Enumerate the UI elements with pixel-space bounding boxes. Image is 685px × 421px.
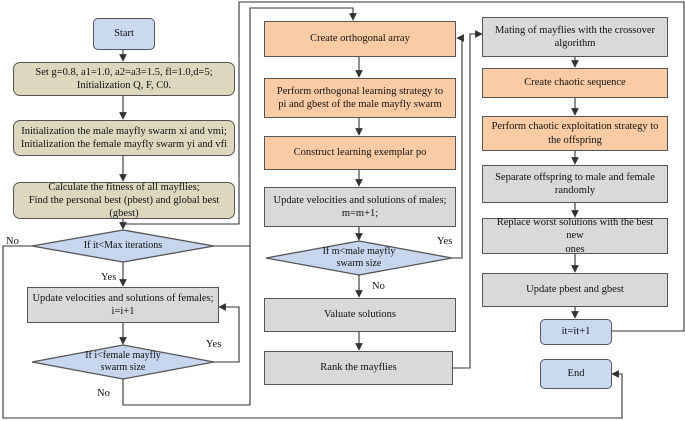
valuate-solutions-node: Valuate solutions <box>264 298 456 332</box>
chaotic-exploitation-label: Perform chaotic exploitation strategy to… <box>491 121 659 146</box>
male-size-yes-label: Yes <box>437 236 453 247</box>
create-orthogonal-array-node: Create orthogonal array <box>264 21 456 57</box>
female-size-no-label: No <box>97 388 110 399</box>
update-best-label: Update pbest and gbest <box>526 284 624 296</box>
update-males-label: Update velocities and solutions of males… <box>273 194 447 219</box>
replace-worst-label: Replace worst solutions with the best ne… <box>496 217 654 255</box>
chaotic-sequence-label: Create chaotic sequence <box>524 77 626 89</box>
max-iterations-no-label: No <box>6 236 19 247</box>
end-label: End <box>567 368 585 380</box>
orthogonal-learning-label: Perform orthogonal learning strategy to … <box>276 85 444 110</box>
update-males-node: Update velocities and solutions of males… <box>264 187 456 227</box>
replace-worst-node: Replace worst solutions with the best ne… <box>482 217 668 255</box>
female-size-label: If i<female mayfly swarm size <box>85 350 161 373</box>
separate-offspring-label: Separate offspring to male and female ra… <box>495 171 655 196</box>
increment-iteration-node: it=it+1 <box>540 319 612 345</box>
valuate-solutions-label: Valuate solutions <box>323 309 397 321</box>
male-size-no-label: No <box>372 281 385 292</box>
chaotic-sequence-node: Create chaotic sequence <box>482 68 668 98</box>
update-females-node: Update velocities and solutions of femal… <box>27 287 219 323</box>
male-size-label: If m<male mayfly swarm size <box>322 246 396 269</box>
female-size-yes-label: Yes <box>206 339 222 350</box>
chaotic-exploitation-node: Perform chaotic exploitation strategy to… <box>482 116 668 151</box>
update-females-label: Update velocities and solutions of femal… <box>32 292 214 317</box>
max-iterations-label: If it<Max iterations <box>83 240 163 251</box>
orthogonal-learning-node: Perform orthogonal learning strategy to … <box>264 78 456 118</box>
max-iterations-decision: If it<Max iterations <box>52 236 194 256</box>
initialize-swarms-node: Initialization the male mayfly swarm xi … <box>13 120 235 156</box>
set-parameters-label: Set g=0.8, a1=1.0, a2=a3=1.5, fl=1.0,d=5… <box>35 66 213 91</box>
rank-mayflies-node: Rank the mayflies <box>264 351 453 385</box>
male-size-decision: If m<male mayfly swarm size <box>298 244 420 272</box>
mating-node: Mating of mayflies with the crossover al… <box>482 17 668 57</box>
initialize-swarms-label: Initialization the male mayfly swarm xi … <box>20 125 228 150</box>
increment-iteration-label: it=it+1 <box>561 326 591 338</box>
rank-mayflies-label: Rank the mayflies <box>320 362 397 374</box>
separate-offspring-node: Separate offspring to male and female ra… <box>482 165 668 203</box>
calculate-fitness-label: Calculate the fitness of all mayflies; F… <box>28 181 220 220</box>
end-node: End <box>540 359 612 389</box>
create-orthogonal-array-label: Create orthogonal array <box>310 33 410 45</box>
mating-label: Mating of mayflies with the crossover al… <box>494 24 656 49</box>
learning-exemplar-node: Construct learning exemplar po <box>264 136 456 170</box>
start-label: Start <box>114 28 134 40</box>
calculate-fitness-node: Calculate the fitness of all mayflies; F… <box>13 182 235 219</box>
female-size-decision: If i<female mayfly swarm size <box>62 348 184 376</box>
start-node: Start <box>93 18 155 50</box>
update-best-node: Update pbest and gbest <box>482 273 668 307</box>
max-iterations-yes-label: Yes <box>101 272 117 283</box>
learning-exemplar-label: Construct learning exemplar po <box>293 147 427 159</box>
set-parameters-node: Set g=0.8, a1=1.0, a2=a3=1.5, fl=1.0,d=5… <box>13 62 235 96</box>
